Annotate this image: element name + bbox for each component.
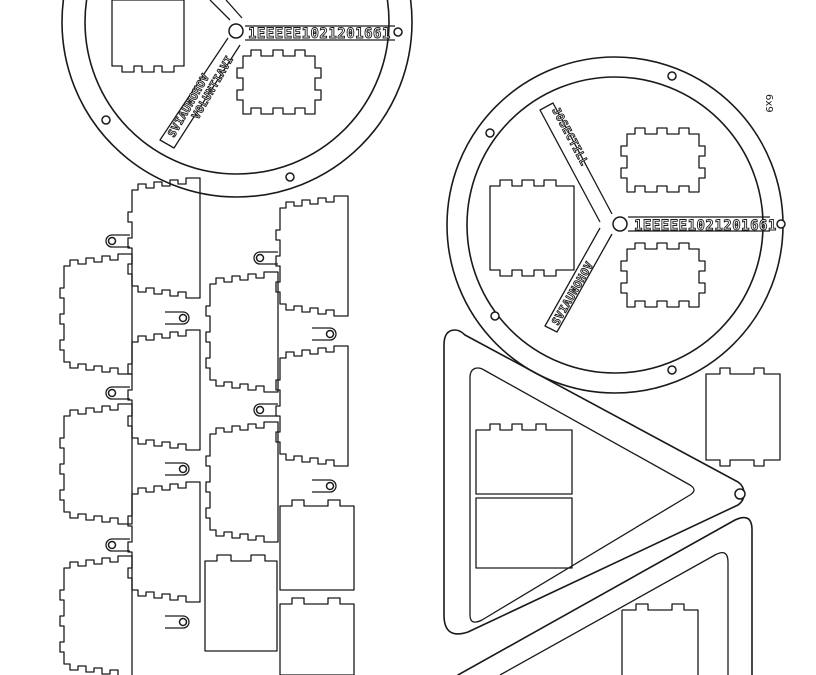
wheel-outer-ring <box>61 0 413 198</box>
wheel-spoke <box>245 25 395 41</box>
engraved-spoke-text: JOSECTILL <box>549 105 591 168</box>
size-label: 6x9 <box>763 94 774 113</box>
tab-panel <box>475 423 573 495</box>
wheel-spoke <box>544 227 613 333</box>
tab-panel <box>236 49 322 115</box>
engraved-code-right: 1EEEEE1021201661 <box>634 218 777 234</box>
tab-panel <box>620 242 706 308</box>
wheel-spoke <box>628 216 770 232</box>
wheel-spoke <box>539 102 613 223</box>
tab-panel <box>620 127 706 193</box>
hinge-strip-middle <box>205 195 349 543</box>
wheel-inner-ring <box>466 76 764 374</box>
tab-panel <box>475 497 573 569</box>
hinge-strip-left <box>59 177 201 675</box>
triangle-frame <box>443 329 746 635</box>
loose-panel-right <box>705 367 781 467</box>
loose-panels <box>204 499 355 675</box>
wheel-top-left: 1EEEEE1021201661 VOLUNTIAVI SVIAUNOHOV <box>61 0 413 198</box>
wheel-inner-ring <box>84 0 390 175</box>
wheel-right: 1EEEEE1021201661 JOSECTILL SVIAUNOHOV 6x… <box>446 56 786 394</box>
engraved-code-top: 1EEEEE1021201661 <box>248 26 391 42</box>
wheel-hub <box>228 23 244 39</box>
wheel-spoke <box>209 0 243 21</box>
triangle-frame-lower <box>457 516 753 675</box>
wheel-spoke <box>159 37 241 149</box>
wheel-hub <box>612 216 628 232</box>
